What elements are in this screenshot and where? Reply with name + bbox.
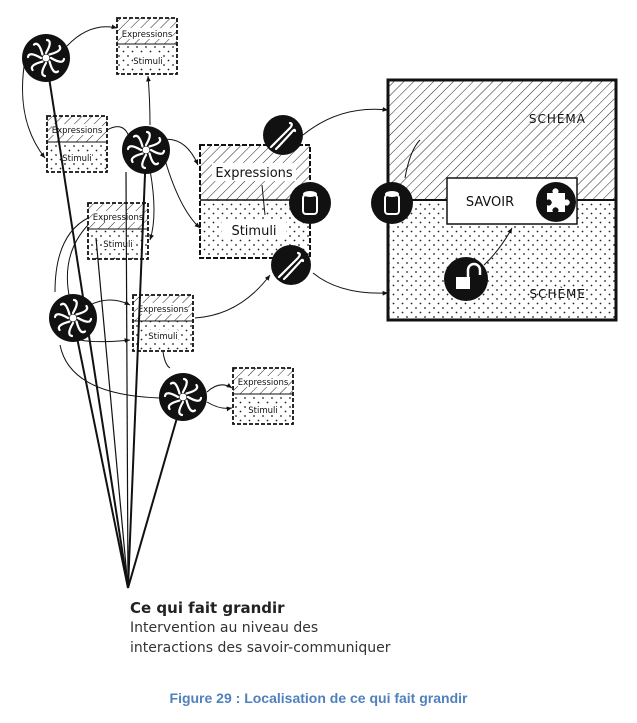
cylinder-icon <box>371 182 413 224</box>
spiral-icon <box>20 32 72 84</box>
spiral-icon <box>47 292 99 344</box>
small-box: Expressions Stimuli <box>232 367 294 425</box>
central-stimuli-label: Stimuli <box>231 224 276 239</box>
caption-line-2: interactions des savoir-communiquer <box>130 640 391 656</box>
small-box-stimuli: Stimuli <box>248 406 277 416</box>
caption-title: Ce qui fait grandir <box>130 599 285 617</box>
caption-line-1: Intervention au niveau des <box>130 620 319 636</box>
schema-label: SCHÉMA <box>529 111 586 126</box>
figure-caption: Figure 29 : Localisation de ce qui fait … <box>169 690 468 706</box>
pliers-icon <box>263 115 303 155</box>
central-expressions-label: Expressions <box>215 166 293 181</box>
spiral-icon <box>120 124 172 176</box>
small-box-expressions: Expressions <box>238 378 289 388</box>
small-box-expressions: Expressions <box>52 126 103 136</box>
caption-block: Ce qui fait grandir Intervention au nive… <box>130 598 550 658</box>
savoir-label: SAVOIR <box>466 195 514 210</box>
pliers-icon <box>271 245 311 285</box>
diagram: SCHÉMA SCHÈME SAVOIR Expressions Stimuli… <box>20 17 618 589</box>
small-box-expressions: Expressions <box>93 213 144 223</box>
small-box-stimuli: Stimuli <box>133 57 162 67</box>
small-box: Expressions Stimuli <box>87 202 149 260</box>
central-box: Expressions Stimuli <box>199 144 311 259</box>
small-box: Expressions Stimuli <box>132 294 194 352</box>
small-box-expressions: Expressions <box>122 30 173 40</box>
small-box: Expressions Stimuli <box>116 17 178 75</box>
small-box-stimuli: Stimuli <box>148 332 177 342</box>
spiral-icon <box>157 371 209 423</box>
puzzle-icon <box>536 182 576 222</box>
open-padlock-icon <box>444 257 488 301</box>
cylinder-icon <box>289 182 331 224</box>
small-box-expressions: Expressions <box>138 305 189 315</box>
small-box-stimuli: Stimuli <box>103 240 132 250</box>
scheme-label: SCHÈME <box>529 286 586 301</box>
schema-scheme-block: SCHÉMA SCHÈME SAVOIR <box>386 78 618 322</box>
small-box-stimuli: Stimuli <box>62 154 91 164</box>
convergence-rays <box>45 57 184 589</box>
